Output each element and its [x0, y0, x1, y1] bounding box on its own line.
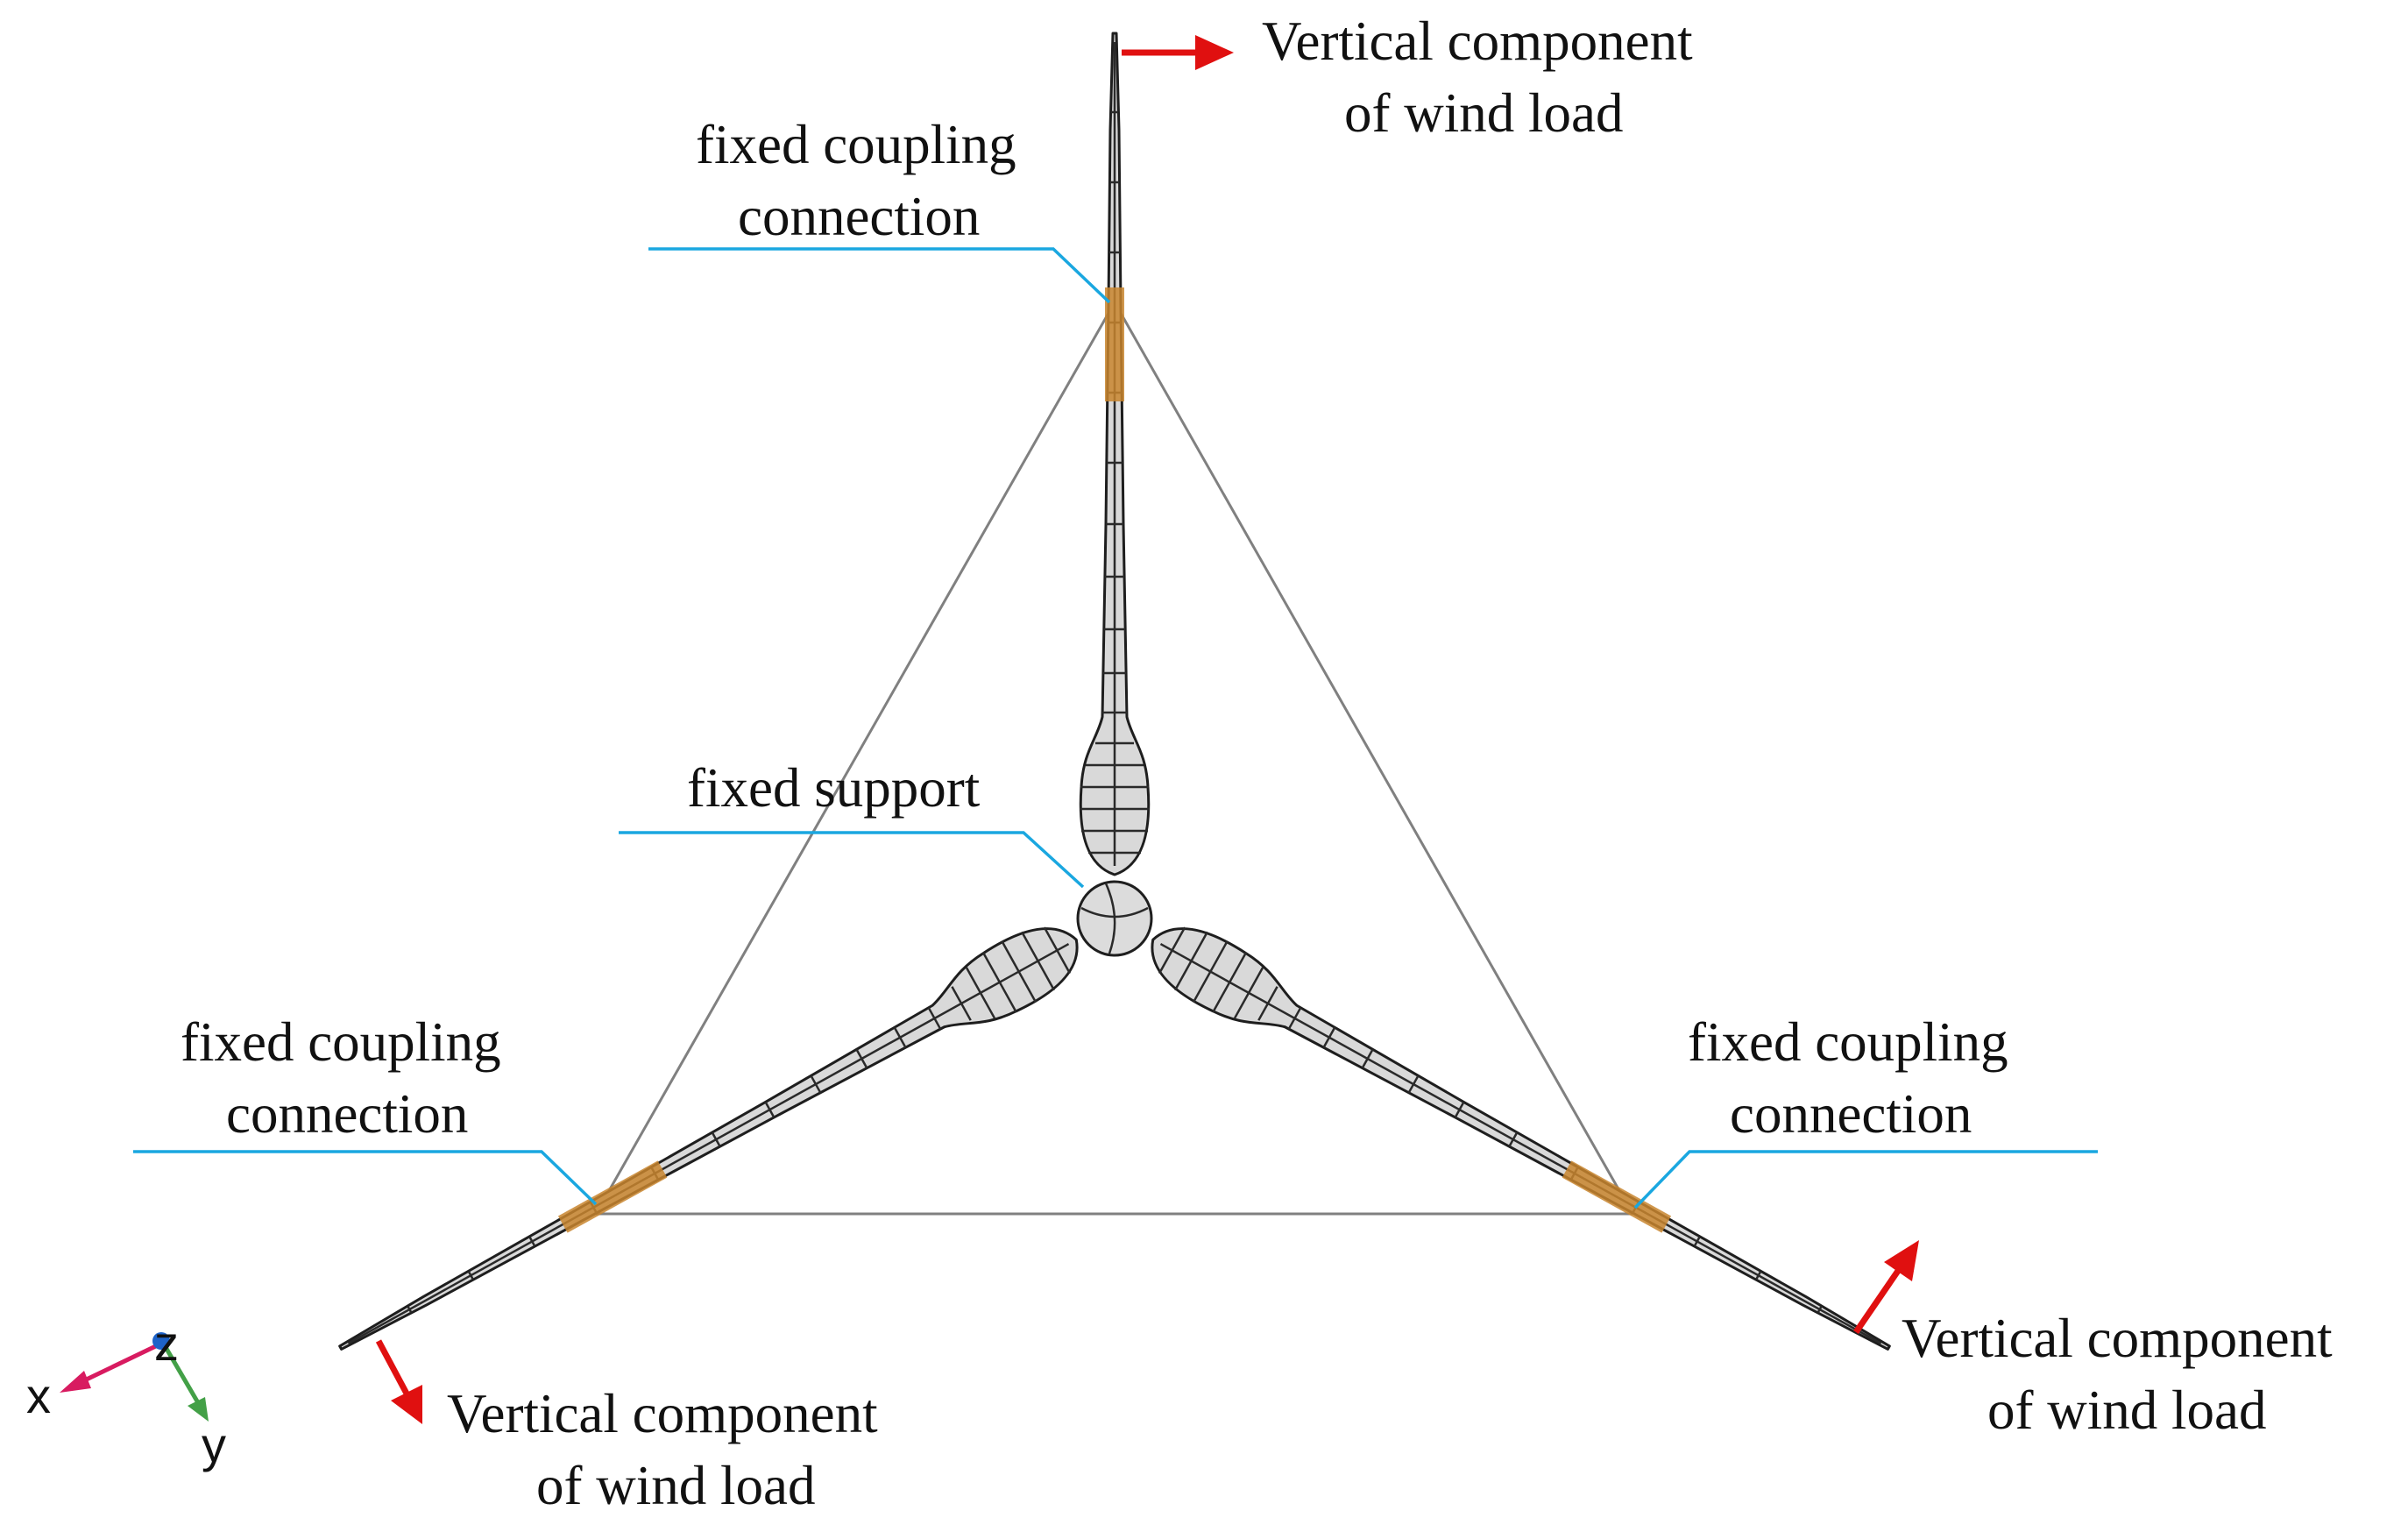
coupling-label-top-line2: connection	[738, 186, 980, 247]
wind-label-right-line2: of wind load	[1987, 1380, 2266, 1441]
wind-arrow-top	[1122, 35, 1234, 70]
support-label: fixed support	[687, 757, 981, 819]
wind-arrow-left	[375, 1339, 422, 1424]
axis-y-label: y	[202, 1417, 226, 1472]
axis-z-label: z	[154, 1316, 179, 1371]
leader-lines	[133, 247, 2098, 1209]
axis-z-dot	[152, 1332, 170, 1350]
leader-coupling-right	[1633, 1150, 2098, 1209]
coupling-label-right-line2: connection	[1730, 1083, 1972, 1145]
coupling-label-top-line1: fixed coupling	[696, 114, 1016, 175]
axis-x-label: x	[26, 1368, 51, 1423]
axis-y-arrow	[188, 1397, 209, 1422]
coupling-triangle	[594, 301, 1634, 1216]
wind-label-left-line2: of wind load	[536, 1455, 815, 1516]
turbine-rotor	[322, 32, 1908, 1380]
leader-coupling-left	[133, 1150, 598, 1206]
axis-y-line	[160, 1341, 202, 1408]
axis-x-arrow	[60, 1371, 91, 1393]
wind-label-top-line2: of wind load	[1344, 82, 1623, 144]
wind-arrow-right	[1853, 1240, 1919, 1334]
triangle-edge-left	[594, 301, 1116, 1215]
coupling-label-left-line1: fixed coupling	[181, 1011, 501, 1073]
coupling-label-right-line1: fixed coupling	[1688, 1011, 2008, 1073]
hub	[1076, 880, 1153, 957]
annotations: Vertical component of wind load fixed co…	[181, 11, 2333, 1516]
leader-support	[619, 831, 1085, 889]
axis-x-line	[74, 1340, 165, 1387]
triangle-edge-right	[1113, 301, 1634, 1215]
wind-label-left-line1: Vertical component	[447, 1383, 878, 1444]
axis-triad: z x y	[26, 1316, 226, 1472]
leader-coupling-top	[648, 247, 1111, 304]
coupling-label-left-line2: connection	[226, 1083, 468, 1145]
blade-top	[1078, 32, 1151, 876]
wind-label-top-line1: Vertical component	[1262, 11, 1693, 72]
wind-label-right-line1: Vertical component	[1902, 1308, 2333, 1369]
wind-arrows	[375, 35, 1919, 1424]
